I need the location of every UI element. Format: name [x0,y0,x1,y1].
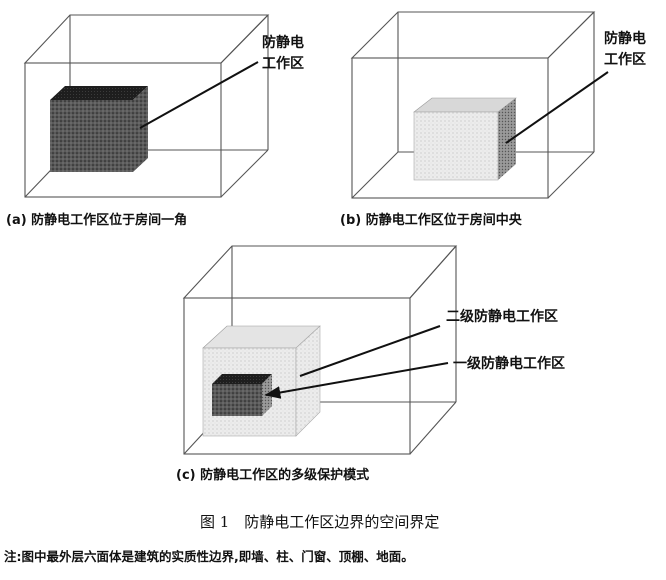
panel-b: 防静电 工作区 (b) 防静电工作区位于房间中央 [340,11,646,228]
esd-zone-level1-cube [212,374,272,416]
esd-zone-corner-cube [50,86,148,172]
panel-c: 二级防静电工作区 一级防静电工作区 (c) 防静电工作区的多级保护模式 [176,245,565,483]
pointer-line-a [139,61,259,129]
label-a-line2: 工作区 [262,55,304,72]
label-a-line1: 防静电 [262,34,304,51]
label-b-line1: 防静电 [604,30,646,47]
caption-b: (b) 防静电工作区位于房间中央 [340,212,523,228]
label-level2: 二级防静电工作区 [446,308,558,325]
panel-a: 防静电 工作区 (a) 防静电工作区位于房间一角 [6,14,304,228]
pointer-line-b [505,71,609,144]
caption-a: (a) 防静电工作区位于房间一角 [6,212,187,228]
caption-c: (c) 防静电工作区的多级保护模式 [176,467,369,483]
label-b-line2: 工作区 [604,51,646,68]
figure-title: 图 1 防静电工作区边界的空间界定 [200,513,439,531]
label-level1: 一级防静电工作区 [453,355,565,372]
esd-zone-center-cube [413,97,517,181]
arrow-level1 [264,362,449,399]
room-wireframe-b [350,11,596,199]
pointer-line-level2 [299,325,441,377]
figure-note: 注:图中最外层六面体是建筑的实质性边界,即墙、柱、门窗、顶棚、地面。 [4,549,414,564]
